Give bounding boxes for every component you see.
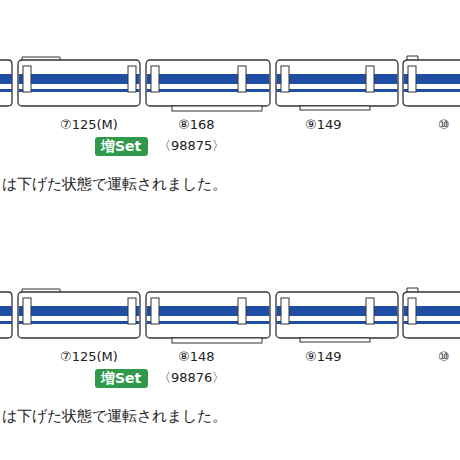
badge-text: 増Set [101,138,142,155]
product-number: 〈98876〉 [158,370,225,386]
set-badge: 増Set [95,137,148,156]
product-number: 〈98875〉 [158,138,225,154]
note-text: は下げた状態で運転されました。 [2,175,227,193]
car-number: ⑨149 [305,349,341,365]
set-badge: 増Set [95,369,148,388]
badge-text: 増Set [101,370,142,387]
car-number: ⑧148 [178,349,214,365]
car-number: ⑦125(M) [60,349,118,365]
car-number: ⑨149 [305,117,341,133]
car-number: ⑩ [438,349,450,365]
note-text: は下げた状態で運転されました。 [2,407,227,425]
car-number: ⑩ [438,117,450,133]
car-number: ⑦125(M) [60,117,118,133]
car-number: ⑧168 [178,117,214,133]
